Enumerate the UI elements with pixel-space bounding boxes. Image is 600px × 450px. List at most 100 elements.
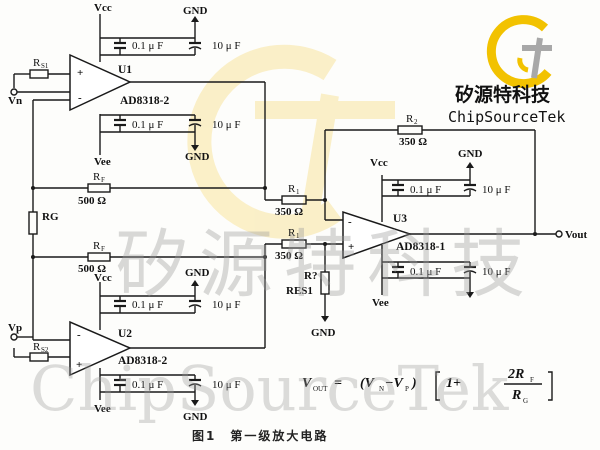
- op-amp-u3: [342, 210, 413, 260]
- vout-label: Vout: [565, 229, 588, 241]
- r2-name: R: [406, 113, 414, 125]
- u3-ref: U3: [393, 213, 407, 225]
- u1-ref: U1: [118, 64, 132, 76]
- u3-cap1-label: 0.1 μ F: [410, 184, 441, 196]
- background-logo: [187, 44, 395, 239]
- brand-logo: [486, 15, 552, 89]
- formula-lhs: V: [302, 376, 313, 391]
- u1-vee-decoupling: [100, 114, 202, 151]
- u2-plus-sign: +: [76, 359, 82, 371]
- rf-top-resistor: [33, 183, 265, 193]
- watermark-cn: 矽源特科技: [115, 222, 535, 308]
- u1-vcc-decoupling: [100, 16, 202, 56]
- formula-denominator: R: [511, 388, 521, 403]
- gain-formula: V OUT = (V N −V P ) 1+ 2R F R G: [302, 367, 553, 405]
- u1-cap3-label: 0.1 μ F: [132, 119, 163, 131]
- u2-vcc-label: Vcc: [94, 272, 112, 284]
- r1-top-value: 350 Ω: [275, 206, 303, 218]
- rs2-sub: S2: [41, 346, 49, 354]
- res1-name: R?: [304, 270, 317, 282]
- formula-mid: (V: [360, 376, 376, 391]
- u2-cap1-label: 0.1 μ F: [132, 299, 163, 311]
- u1-gnd-bottom-label: GND: [185, 151, 210, 163]
- formula-denominator-sub: G: [523, 397, 528, 405]
- formula-one-plus: 1+: [446, 376, 461, 391]
- r2-sub: 2: [414, 118, 418, 126]
- u1-cap1-label: 0.1 μ F: [132, 40, 163, 52]
- u1-cap2-label: 10 μ F: [212, 40, 241, 52]
- rf-top-sub: F: [101, 176, 105, 184]
- u2-vcc-decoupling: [100, 280, 202, 314]
- vp-label: Vp: [8, 322, 22, 334]
- u1-cap4-label: 10 μ F: [212, 119, 241, 131]
- rs2-resistor: [13, 348, 70, 362]
- rf-bottom-resistor: [33, 244, 266, 345]
- res1-gnd-label: GND: [311, 327, 336, 339]
- formula-close: ): [410, 376, 417, 391]
- u3-cap4-label: 10 μ F: [482, 266, 511, 278]
- res1-value: RES1: [286, 285, 313, 297]
- rs1-sub: S1: [41, 62, 49, 70]
- formula-dash: −V: [385, 376, 404, 391]
- u3-vee-label: Vee: [372, 297, 389, 309]
- rf-top-name: R: [93, 171, 101, 183]
- vn-label: Vn: [8, 95, 22, 107]
- op-amp-u1: [69, 53, 132, 112]
- u3-minus-sign: -: [348, 216, 352, 228]
- op-amp-u2: [69, 320, 132, 377]
- brand-name-cn: 矽源特科技: [455, 83, 551, 106]
- u3-cap3-label: 0.1 μ F: [410, 266, 441, 278]
- r1-top-resistor: [265, 195, 325, 205]
- r1-bottom-sub: 1: [296, 232, 300, 240]
- watermark-en: ChipSourceTek: [30, 352, 509, 425]
- r1-top-name: R: [288, 183, 296, 195]
- rs1-name: R: [33, 57, 41, 69]
- formula-eq: =: [334, 376, 342, 391]
- u3-cap2-label: 10 μ F: [482, 184, 511, 196]
- u1-vee-label: Vee: [94, 156, 111, 168]
- r1-bottom-name: R: [288, 227, 296, 239]
- formula-mid-sub2: P: [405, 385, 409, 393]
- u3-vee-decoupling: [382, 261, 477, 298]
- u2-vee-label: Vee: [94, 403, 111, 415]
- u3-gnd-top-label: GND: [458, 148, 483, 160]
- r1-top-sub: 1: [296, 188, 300, 196]
- r1-bottom-value: 350 Ω: [275, 250, 303, 262]
- r2-resistor: [325, 125, 536, 232]
- res1-resistor: [320, 244, 330, 322]
- rs2-name: R: [33, 341, 41, 353]
- u2-cap4-label: 10 μ F: [212, 379, 241, 391]
- u1-gnd-top-label: GND: [183, 5, 208, 17]
- u3-part: AD8318-1: [396, 241, 445, 253]
- u1-vcc-label: Vcc: [94, 2, 112, 14]
- formula-numerator: 2R: [507, 367, 524, 382]
- u1-part: AD8318-2: [120, 95, 169, 107]
- rs1-resistor: [13, 69, 70, 88]
- u2-minus-sign: -: [77, 329, 81, 341]
- rg-resistor: [28, 211, 38, 340]
- formula-mid-sub1: N: [379, 385, 384, 393]
- vp-terminal: [10, 333, 18, 341]
- u2-gnd-top-label: GND: [185, 267, 210, 279]
- u2-cap2-label: 10 μ F: [212, 299, 241, 311]
- formula-lhs-sub: OUT: [313, 385, 328, 393]
- figure-caption: 图1 第一级放大电路: [192, 428, 328, 443]
- vout-terminal: [555, 230, 563, 238]
- u1-minus-sign: -: [78, 92, 82, 104]
- u2-cap3-label: 0.1 μ F: [132, 379, 163, 391]
- u3-plus-sign: +: [348, 241, 354, 253]
- u2-gnd-bottom-label: GND: [183, 411, 208, 423]
- u2-vee-decoupling: [100, 374, 202, 406]
- u3-vcc-label: Vcc: [370, 157, 388, 169]
- rf-bottom-name: R: [93, 240, 101, 252]
- brand-name-en: ChipSourceTek: [448, 108, 565, 126]
- rg-label: RG: [42, 211, 59, 223]
- formula-numerator-sub: F: [530, 376, 534, 384]
- u1-plus-sign: +: [77, 67, 83, 79]
- r2-value: 350 Ω: [399, 136, 427, 148]
- u2-ref: U2: [118, 328, 132, 340]
- u3-vcc-decoupling: [382, 162, 477, 197]
- rf-bottom-value: 500 Ω: [78, 263, 106, 275]
